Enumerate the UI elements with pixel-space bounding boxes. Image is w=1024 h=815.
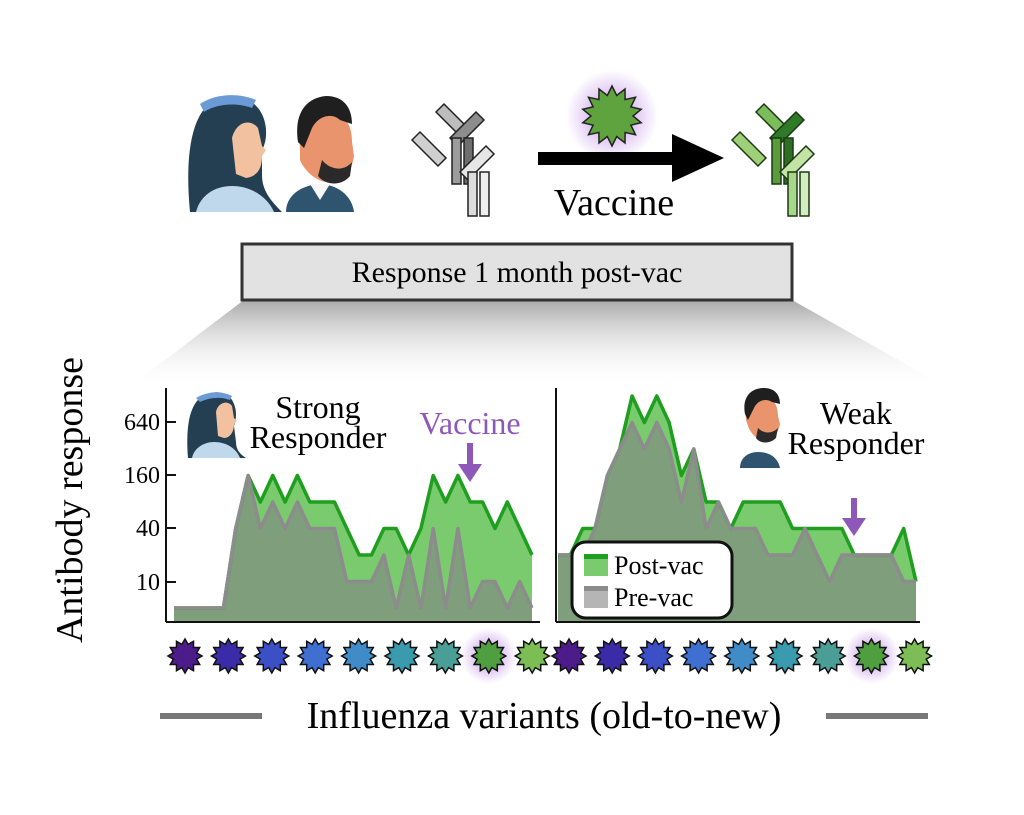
y-tick-10: 10 — [136, 570, 160, 596]
variant-virus-icon — [513, 637, 551, 675]
variant-virus-icon — [593, 637, 631, 675]
vaccine-arrow-label: Vaccine — [554, 182, 674, 224]
green-antibodies-icon — [730, 102, 816, 217]
variant-virus-icon — [550, 637, 588, 675]
strong-title-line2: Responder — [250, 419, 387, 455]
legend-pre-label: Pre-vac — [614, 583, 693, 612]
man-profile-icon — [286, 96, 354, 212]
strong-title-line1: Strong — [275, 389, 360, 425]
y-tick-160: 160 — [124, 463, 160, 489]
banner: Response 1 month post-vac — [240, 242, 794, 302]
variant-virus-icon — [896, 637, 934, 675]
variant-virus-icon — [426, 637, 464, 675]
weak-responder-man-icon — [740, 388, 780, 468]
variant-virus-icon — [340, 637, 378, 675]
woman-profile-icon — [188, 95, 282, 212]
y-tick-marks — [166, 421, 176, 583]
pre-vac-area — [174, 475, 532, 622]
weak-title-line1: Weak — [820, 395, 892, 431]
y-tick-labels: 640 160 40 10 — [124, 410, 160, 596]
legend-post-swatch — [584, 554, 608, 576]
variant-virus-icon — [383, 637, 421, 675]
zoom-shading — [128, 300, 948, 388]
variant-virus-icon — [723, 637, 761, 675]
weak-vaccine-arrow-icon — [842, 498, 866, 536]
x-axis-label: Influenza variants (old-to-new) — [307, 695, 782, 737]
legend-pre-swatch — [584, 586, 608, 608]
variant-virus-icon — [209, 637, 247, 675]
variant-virus-icon — [852, 637, 890, 675]
banner-label: Response 1 month post-vac — [352, 256, 683, 289]
variant-virus-icon — [253, 637, 291, 675]
legend: Post-vac Pre-vac — [570, 540, 734, 620]
y-tick-640: 640 — [124, 410, 160, 436]
variant-virus-icon — [296, 637, 334, 675]
gray-antibodies-icon — [410, 102, 496, 217]
variant-virus-icon — [809, 637, 847, 675]
legend-post-label: Post-vac — [614, 551, 704, 580]
strong-vaccine-arrow-icon — [458, 443, 482, 482]
virus-icon — [581, 84, 643, 148]
variant-virus-icon — [680, 637, 718, 675]
variant-virus-icon — [470, 637, 508, 675]
vaccine-annotation: Vaccine — [419, 405, 520, 441]
weak-title-line2: Responder — [788, 425, 925, 461]
variant-virus-icon — [766, 637, 804, 675]
variant-virus-icon — [636, 637, 674, 675]
y-tick-40: 40 — [136, 516, 160, 542]
variant-icons-row — [166, 628, 934, 684]
pre-vac-line — [174, 473, 534, 610]
pre-vac-line — [558, 420, 916, 584]
arrow-right-icon — [538, 134, 724, 182]
y-axis-label: Antibody response — [49, 357, 91, 643]
variant-virus-icon — [166, 637, 204, 675]
strong-responder-woman-icon — [187, 392, 246, 458]
